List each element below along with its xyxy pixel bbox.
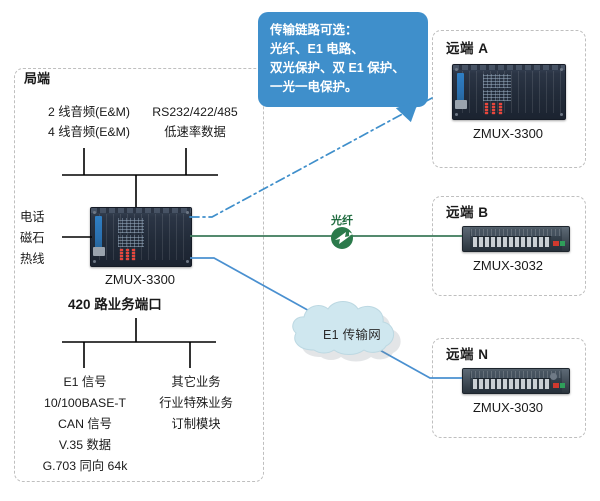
service-label: V.35 数据 (58, 438, 112, 452)
rack-port-row (473, 378, 531, 389)
callout-line: 光纤、E1 电路、 (270, 42, 364, 56)
callout-line: 一光一电保护。 (270, 80, 358, 94)
rack-status-led-red (553, 383, 559, 388)
service-label: 4 线音频(E&M) (48, 125, 130, 139)
remote-a-device-caption: ZMUX-3300 (472, 126, 544, 141)
remote-b-device-caption: ZMUX-3032 (472, 258, 544, 273)
device-zmux-3300-central[interactable] (90, 207, 192, 267)
chassis-screw (455, 68, 458, 71)
chassis-led-array (120, 249, 137, 260)
chassis-screw (186, 260, 189, 263)
chassis-top-vent (453, 65, 565, 70)
chassis-top-vent (91, 208, 191, 213)
chassis-screw (560, 113, 563, 116)
rack-ear-right (562, 369, 569, 393)
service-label: 订制模块 (171, 417, 221, 431)
chassis-card-slots (99, 214, 189, 260)
chassis-screw (93, 211, 96, 214)
rack-front-band (471, 371, 561, 378)
service-label: 行业特殊业务 (159, 396, 233, 410)
service-label: 低速率数据 (164, 125, 226, 139)
rack-ear-left (463, 227, 470, 251)
chassis-screw (93, 260, 96, 263)
rack-port-row (533, 378, 551, 389)
chassis-mesh-panel (118, 235, 144, 247)
rack-port-row (533, 236, 551, 247)
remote-b-group (432, 196, 586, 296)
device-zmux-3032-remote-b[interactable] (462, 226, 570, 252)
service-label: G.703 同向 64k (42, 459, 128, 473)
central-device-caption: ZMUX-3300 (104, 272, 176, 287)
rack-status-led-green (560, 241, 565, 246)
central-bottom-right-services: 其它业务 行业特殊业务 订制模块 (144, 372, 248, 435)
service-label: 电话 (20, 210, 45, 224)
chassis-screw (186, 211, 189, 214)
chassis-blue-card (457, 73, 464, 106)
rack-status-led-red (553, 241, 559, 246)
remote-n-device-caption: ZMUX-3030 (472, 400, 544, 415)
service-label: RS232/422/485 (152, 105, 238, 119)
fiber-node-label: 光纤 (331, 215, 353, 227)
remote-n-title: 远端 N (446, 347, 489, 362)
central-side-services: 电话 磁石 热线 (20, 207, 64, 270)
service-label: 热线 (20, 252, 45, 266)
chassis-card-slots (461, 71, 563, 113)
bus-capacity-label: 420 路业务端口 (68, 297, 162, 312)
callout-tail (395, 100, 425, 126)
fiber-node: 光纤 (320, 212, 364, 252)
device-zmux-3030-remote-n[interactable] (462, 368, 570, 394)
rack-front-band (471, 229, 561, 236)
central-top-right-services: RS232/422/485 低速率数据 (140, 102, 250, 142)
rack-ear-right (562, 227, 569, 251)
chassis-blue-card (95, 216, 102, 253)
service-label: 磁石 (20, 231, 45, 245)
rack-ear-left (463, 369, 470, 393)
chassis-led-array (485, 103, 505, 114)
service-label: 2 线音频(E&M) (48, 105, 130, 119)
chassis-mesh-panel (483, 90, 511, 101)
transmission-link-callout: 传输链路可选： 光纤、E1 电路、 双光保护、双 E1 保护、 一光一电保护。 (258, 12, 428, 126)
rack-indicator-knob (550, 373, 557, 380)
rack-status-led-green (560, 383, 565, 388)
chassis-screw (455, 113, 458, 116)
rack-port-row (473, 236, 531, 247)
chassis-mesh-panel (118, 218, 144, 233)
chassis-gray-module (455, 100, 467, 109)
device-zmux-3300-remote-a[interactable] (452, 64, 566, 120)
fiber-icon (331, 227, 353, 249)
service-label: 10/100BASE-T (43, 396, 127, 410)
cloud-label: E1 传输网 (322, 327, 382, 342)
e1-transport-cloud: E1 传输网 (282, 296, 422, 374)
central-office-title: 局端 (24, 71, 51, 86)
callout-line: 传输链路可选： (270, 23, 358, 37)
chassis-gray-module (93, 247, 105, 256)
service-label: E1 信号 (63, 375, 107, 389)
remote-b-title: 远端 B (446, 205, 489, 220)
service-label: CAN 信号 (58, 417, 112, 431)
chassis-mesh-panel (483, 74, 511, 88)
remote-a-title: 远端 A (446, 41, 489, 56)
remote-n-group (432, 338, 586, 438)
chassis-screw (560, 68, 563, 71)
central-top-left-services: 2 线音频(E&M) 4 线音频(E&M) (34, 102, 144, 142)
callout-line: 双光保护、双 E1 保护、 (270, 61, 405, 75)
service-label: 其它业务 (171, 375, 221, 389)
central-bottom-left-services: E1 信号 10/100BASE-T CAN 信号 V.35 数据 G.703 … (30, 372, 140, 477)
